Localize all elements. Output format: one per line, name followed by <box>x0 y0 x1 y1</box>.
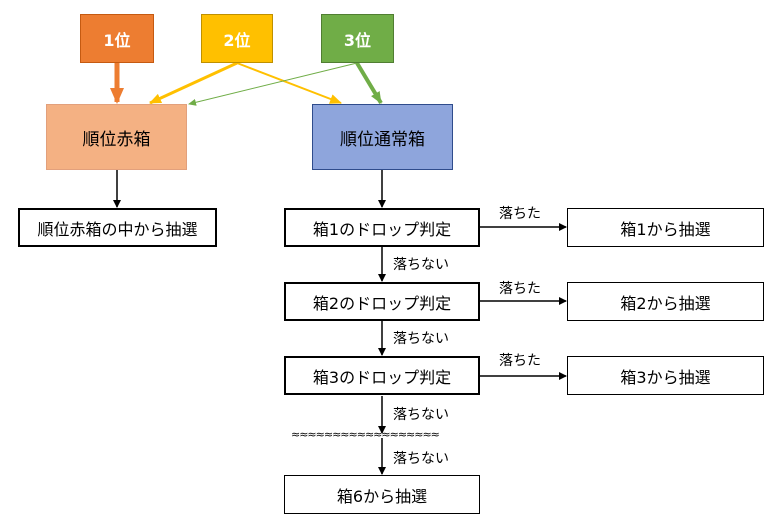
label-not-dropped-3: 落ちない <box>393 407 449 423</box>
label-dropped-3: 落ちた <box>499 353 541 369</box>
label-not-dropped-4: 落ちない <box>393 451 449 467</box>
rank-1-box: 1位 <box>80 14 154 63</box>
ellipsis-wave: ≈≈≈≈≈≈≈≈≈≈≈≈≈≈≈≈≈≈ <box>291 428 440 441</box>
drop-check-box-1: 箱1のドロップ判定 <box>284 208 480 247</box>
select-box-6: 箱6から抽選 <box>284 475 480 514</box>
label-not-dropped-1: 落ちない <box>393 257 449 273</box>
arrow-rank3-to-normal <box>355 61 383 105</box>
rank-normal-box: 順位通常箱 <box>312 104 453 170</box>
arrow-rank3-to-red <box>188 62 358 106</box>
drop-check-box-3: 箱3のドロップ判定 <box>284 356 480 395</box>
select-box-3: 箱3から抽選 <box>567 356 764 395</box>
rank-2-box: 2位 <box>201 14 273 63</box>
label-not-dropped-2: 落ちない <box>393 331 449 347</box>
select-box-2: 箱2から抽選 <box>567 282 764 321</box>
select-box-1: 箱1から抽選 <box>567 208 764 247</box>
arrow-rank2-to-normal <box>236 62 342 104</box>
red-box-select: 順位赤箱の中から抽選 <box>18 208 217 247</box>
rank-3-box: 3位 <box>321 14 394 63</box>
label-dropped-1: 落ちた <box>499 206 541 222</box>
rank-red-box: 順位赤箱 <box>46 104 187 170</box>
label-dropped-2: 落ちた <box>499 281 541 297</box>
drop-check-box-2: 箱2のドロップ判定 <box>284 282 480 321</box>
arrow-rank2-to-red <box>149 61 238 105</box>
